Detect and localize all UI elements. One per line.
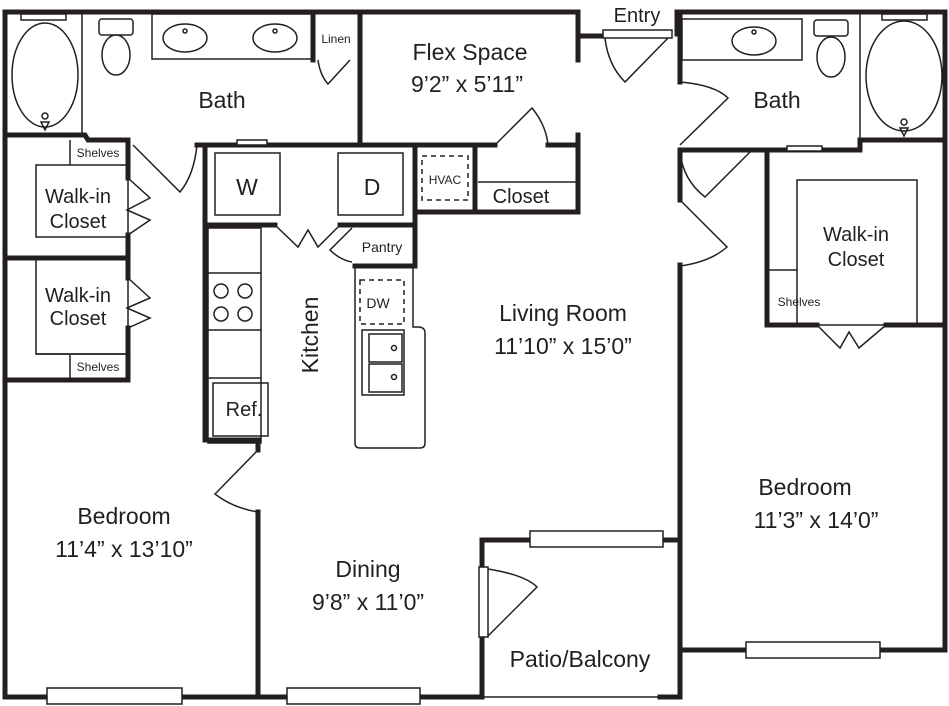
room-labels: Entry Linen Flex Space 9’2” x 5’11” Bath… — [45, 5, 889, 672]
walkin-left-bottom-line1: Walk-in — [45, 285, 111, 307]
shelves-left-bottom-label: Shelves — [77, 360, 120, 374]
dishwasher-label: DW — [366, 295, 390, 311]
walkin-left-top-line1: Walk-in — [45, 186, 111, 208]
flex-space-name: Flex Space — [412, 39, 527, 65]
patio-label: Patio/Balcony — [510, 646, 651, 672]
hvac-label: HVAC — [429, 173, 462, 187]
linen-label: Linen — [321, 32, 350, 46]
walkin-right-line2: Closet — [828, 249, 885, 271]
pantry-label: Pantry — [362, 239, 402, 255]
shelves-left-top-label: Shelves — [77, 146, 120, 160]
dining-dims: 9’8” x 11’0” — [312, 589, 424, 615]
living-room-dims: 11’10” x 15’0” — [494, 333, 632, 359]
bedroom-right-dims: 11’3” x 14’0” — [754, 507, 879, 533]
dryer-label: D — [364, 174, 381, 200]
shelves-right-label: Shelves — [778, 295, 821, 309]
dining-name: Dining — [335, 556, 400, 582]
walkin-right-line1: Walk-in — [823, 224, 889, 246]
bedroom-left-name: Bedroom — [77, 503, 170, 529]
flex-space-dims: 9’2” x 5’11” — [411, 71, 523, 97]
bath-left-label: Bath — [198, 87, 245, 113]
refrigerator-label: Ref. — [226, 399, 263, 421]
closet-label: Closet — [493, 186, 550, 208]
bedroom-left-dims: 11’4” x 13’10” — [55, 536, 193, 562]
walls — [2, 9, 948, 700]
living-room-name: Living Room — [499, 300, 627, 326]
washer-label: W — [236, 174, 258, 200]
door-swings — [125, 59, 887, 513]
entry-label: Entry — [614, 5, 661, 27]
fixtures — [11, 9, 943, 705]
bedroom-right-name: Bedroom — [758, 474, 851, 500]
bath-right-label: Bath — [753, 87, 800, 113]
walkin-left-bottom-line2: Closet — [50, 308, 107, 330]
walkin-left-top-line2: Closet — [50, 211, 107, 233]
kitchen-label: Kitchen — [297, 297, 323, 374]
